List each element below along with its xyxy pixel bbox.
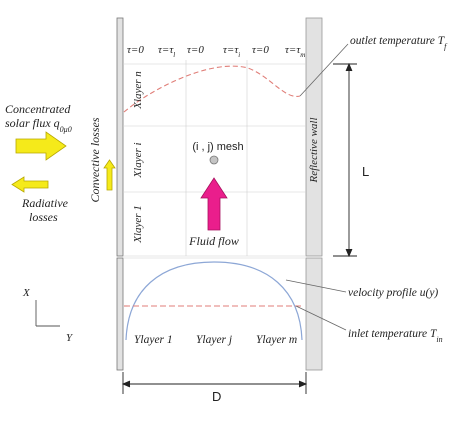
velocity-leader-line [285, 279, 347, 293]
tau-label-5: τ=0 [252, 44, 269, 56]
reflective-wall-label: Reflective wall [308, 117, 320, 183]
axes-indicator [35, 300, 60, 327]
ylayer-m-label: Ylayer m [256, 334, 297, 346]
dimension-L [333, 62, 357, 258]
ylayer-j-label: Ylayer j [196, 334, 232, 346]
axis-x-label: X [22, 287, 31, 299]
solar-flux-arrow [15, 131, 67, 161]
outlet-temperature-curve [123, 65, 301, 113]
inlet-leader-line [295, 305, 347, 331]
axis-y-label: Y [66, 332, 74, 344]
outlet-temperature-label: outlet temperature Tf [350, 35, 448, 51]
tau-label-3: τ=0 [187, 44, 204, 56]
radiative-losses-line2: losses [29, 210, 58, 224]
tau-label-6: τ=τm [285, 44, 305, 59]
velocity-profile-curve [125, 261, 303, 341]
right-wall-top [305, 17, 323, 257]
inlet-temperature-label: inlet temperature Tin [348, 328, 443, 344]
convective-up-arrow [103, 159, 116, 191]
dimension-D-label: D [212, 389, 221, 404]
fluid-flow-label: Fluid flow [188, 234, 239, 248]
outlet-leader-line [299, 43, 349, 97]
mesh-label: (i , j) mesh [192, 141, 243, 153]
radiative-losses-line1: Radiative [21, 196, 69, 210]
left-wall-top [116, 17, 124, 257]
dimension-L-label: L [362, 164, 369, 179]
tau-label-4: τ=τi [223, 44, 240, 59]
solar-flux-label-line1: Concentrated [5, 102, 71, 116]
xlayer-1-label: Xlayer 1 [132, 205, 144, 244]
mesh-point [209, 155, 219, 165]
left-wall-bottom [116, 257, 124, 371]
xlayer-n-label: Xlayer n [132, 71, 144, 110]
right-wall-bottom [305, 257, 323, 371]
convective-losses-label: Convective losses [88, 117, 102, 202]
tau-label-2: τ=τl [158, 44, 175, 59]
radiative-losses-arrow [11, 176, 49, 193]
ylayer-1-label: Ylayer 1 [134, 334, 173, 346]
fluid-flow-arrow [200, 177, 228, 231]
xlayer-i-label: Xlayer i [132, 142, 144, 178]
solar-flux-label-line2: solar flux q0μ0 [5, 116, 72, 134]
tau-label-1: τ=0 [127, 44, 144, 56]
velocity-profile-label: velocity profile u(y) [348, 287, 438, 299]
dimension-D [121, 372, 308, 394]
